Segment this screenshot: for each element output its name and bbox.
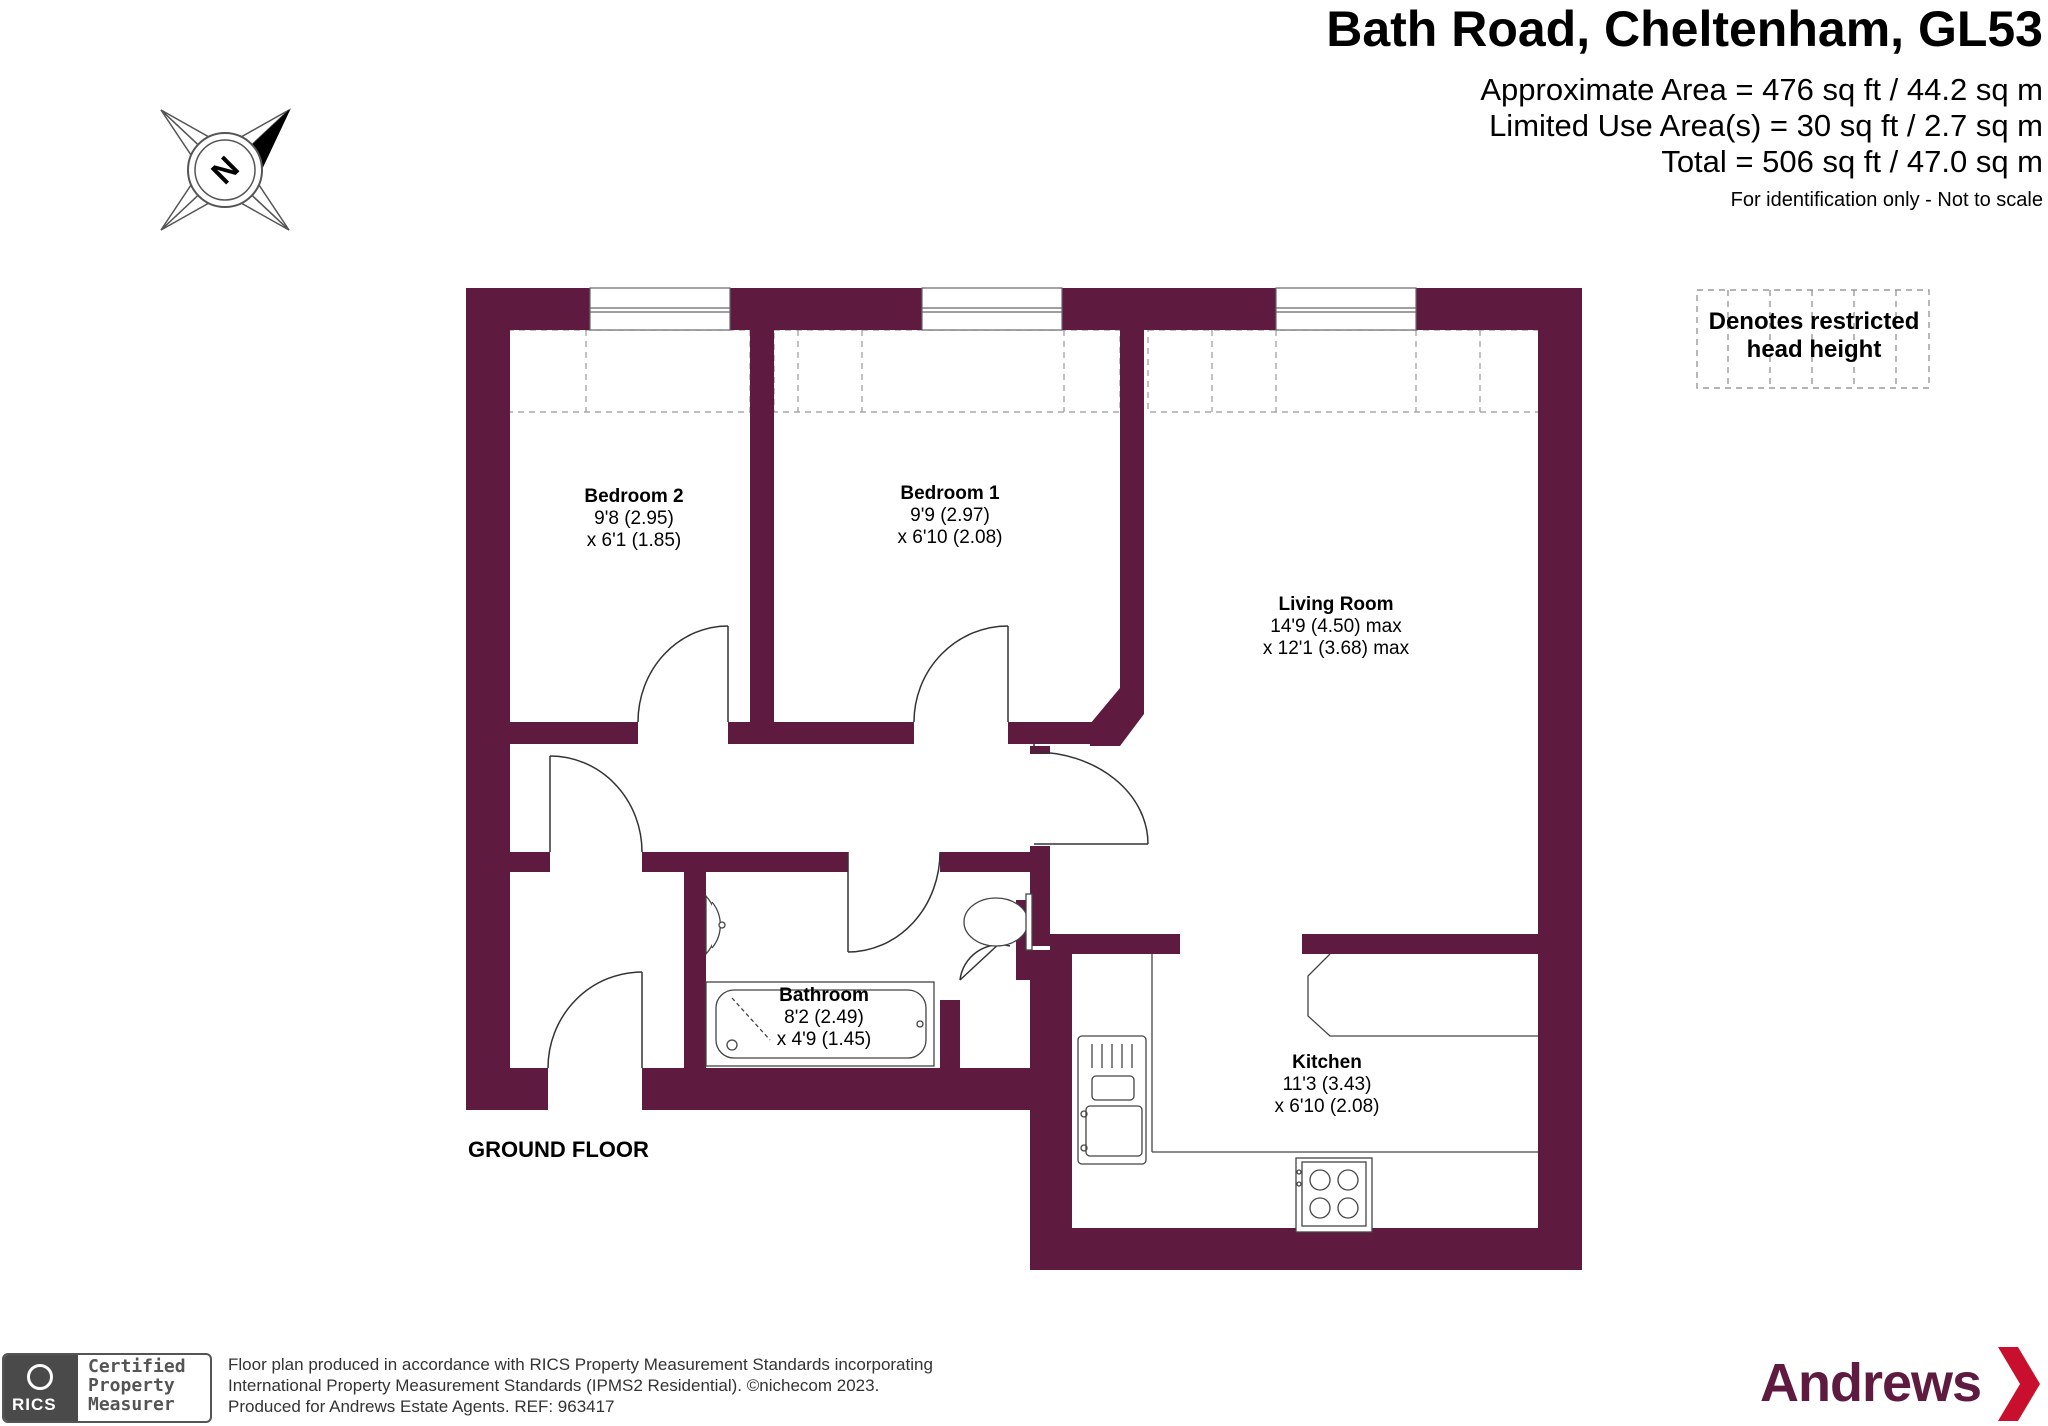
legend-box [1696, 289, 1930, 389]
room-kitchen: Kitchen 11'3 (3.43) x 6'10 (2.08) [1247, 1052, 1407, 1118]
room-dimension: x 6'10 (2.08) [897, 527, 1003, 548]
room-name: Bedroom 1 [900, 483, 1000, 504]
doors [547, 625, 1149, 1069]
rics-line-2: Property [88, 1375, 175, 1396]
room-name: Living Room [1278, 594, 1394, 615]
legend-text: Denotes restricted head height [1696, 308, 1932, 364]
compass-icon: N [160, 108, 291, 231]
property-title: Bath Road, Cheltenham, GL53 [1326, 1, 2043, 57]
brand-logo: Andrews [1760, 1353, 1982, 1413]
room-name: Bedroom 2 [584, 486, 684, 507]
limited-use-area: Limited Use Area(s) = 30 sq ft / 2.7 sq … [1489, 108, 2043, 143]
legend-line-1: Denotes restricted [1708, 308, 1920, 335]
total-area: Total = 506 sq ft / 47.0 sq m [1661, 144, 2043, 179]
brand-chevron-icon [1998, 1347, 2040, 1421]
legend-line-2: head height [1746, 336, 1882, 363]
room-name: Bathroom [779, 985, 869, 1006]
kitchen-fixtures [1077, 953, 1538, 1233]
footer-line-1: Floor plan produced in accordance with R… [228, 1355, 933, 1374]
identification-note: For identification only - Not to scale [1730, 189, 2043, 211]
restricted-height-zones [507, 329, 1541, 413]
room-bathroom: Bathroom 8'2 (2.49) x 4'9 (1.45) [744, 985, 904, 1051]
room-dimension: 9'8 (2.95) [594, 508, 674, 529]
footer-line-3: Produced for Andrews Estate Agents. REF:… [228, 1397, 615, 1416]
room-dimension: 8'2 (2.49) [784, 1007, 864, 1028]
rics-line-3: Measurer [88, 1394, 175, 1415]
floor-label: GROUND FLOOR [468, 1137, 649, 1162]
rics-mark-text: RICS [12, 1395, 57, 1414]
room-bedroom-2: Bedroom 2 9'8 (2.95) x 6'1 (1.85) [554, 486, 714, 552]
rics-certified-logo: RICS Certified Property Measurer [2, 1353, 212, 1423]
rics-certified-text: Certified Property Measurer [88, 1357, 186, 1414]
rics-lion-icon [27, 1364, 53, 1390]
room-dimension: 11'3 (3.43) [1282, 1074, 1372, 1095]
rics-line-1: Certified [88, 1356, 186, 1377]
room-dimension: 14'9 (4.50) max [1270, 616, 1402, 637]
room-living-room: Living Room 14'9 (4.50) max x 12'1 (3.68… [1236, 594, 1436, 660]
room-dimension: x 6'1 (1.85) [586, 530, 682, 551]
footer-line-2: International Property Measurement Stand… [228, 1376, 880, 1395]
room-bedroom-1: Bedroom 1 9'9 (2.97) x 6'10 (2.08) [870, 483, 1030, 549]
room-name: Kitchen [1292, 1052, 1362, 1073]
room-dimension: x 6'10 (2.08) [1274, 1096, 1380, 1117]
walls [466, 288, 1582, 1270]
footer-disclaimer: Floor plan produced in accordance with R… [228, 1354, 933, 1417]
room-dimension: 9'9 (2.97) [910, 505, 990, 526]
windows [589, 287, 1417, 331]
bathroom-fixtures [705, 893, 1033, 1067]
room-dimension: x 4'9 (1.45) [776, 1029, 872, 1050]
room-dimension: x 12'1 (3.68) max [1262, 638, 1410, 659]
rics-mark: RICS [4, 1355, 78, 1421]
approximate-area: Approximate Area = 476 sq ft / 44.2 sq m [1480, 72, 2043, 107]
